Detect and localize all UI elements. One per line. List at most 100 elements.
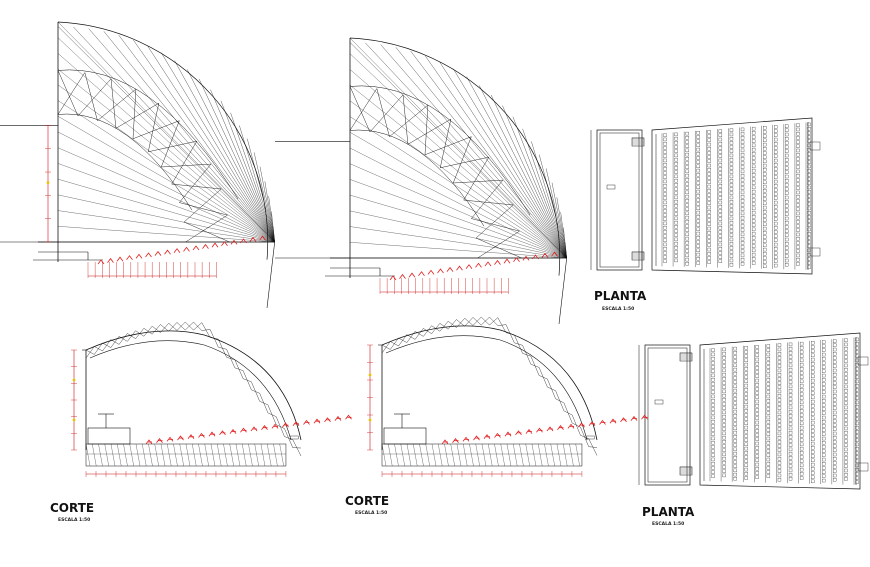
seat (751, 185, 756, 190)
seat (796, 262, 800, 266)
seat (833, 457, 837, 461)
seat (766, 382, 771, 386)
seat (711, 398, 715, 403)
mast-ray (349, 147, 567, 259)
seat (774, 188, 778, 192)
seat (796, 224, 800, 228)
seat (663, 221, 667, 226)
seat (785, 242, 789, 246)
seat (729, 258, 734, 263)
seat (763, 218, 767, 222)
seat (674, 187, 678, 191)
seat (822, 373, 826, 378)
seat (696, 215, 700, 219)
seat (822, 445, 826, 449)
seat (674, 250, 678, 254)
seat (740, 224, 745, 228)
seat (777, 402, 782, 406)
seat-mark (271, 423, 279, 429)
seat (788, 472, 793, 477)
seat (711, 466, 715, 470)
seat (766, 470, 771, 474)
radial-ray (118, 35, 275, 243)
seat (711, 453, 715, 457)
seat (744, 354, 748, 358)
roof-inner (89, 340, 292, 441)
seat (788, 405, 793, 410)
seat (807, 185, 811, 190)
seat (788, 418, 793, 422)
seat (722, 473, 726, 478)
seat (751, 173, 756, 177)
foundation-hatch (217, 443, 222, 467)
seat (744, 346, 748, 350)
datum-marker (586, 435, 595, 440)
seat (766, 411, 771, 415)
seat (788, 409, 793, 414)
seat (685, 152, 689, 157)
seat (807, 223, 811, 227)
seat (718, 167, 723, 171)
seat (733, 456, 737, 460)
foundation-hatch (129, 443, 134, 467)
seat (696, 231, 700, 236)
seat (733, 393, 737, 397)
foundation-hatch (198, 443, 203, 467)
seat (733, 460, 737, 464)
seat (763, 226, 767, 231)
corte-title-left: CORTE (50, 501, 94, 515)
seat (799, 367, 804, 371)
seat (811, 366, 815, 370)
seat (674, 149, 678, 153)
radial-ray (439, 61, 567, 259)
seat-mark (462, 436, 470, 442)
seat (774, 133, 778, 137)
seat (807, 173, 811, 177)
seat (751, 236, 756, 240)
seat (718, 150, 723, 154)
seat (718, 226, 723, 230)
seat-mark (473, 435, 480, 441)
planta-title-top: PLANTA (594, 289, 647, 303)
seat (696, 252, 700, 257)
radial-ray (247, 138, 275, 243)
seat (796, 123, 800, 127)
seat (722, 456, 726, 461)
lattice (471, 218, 520, 232)
seat (822, 407, 826, 411)
seat (807, 236, 811, 240)
roof-lattice (135, 328, 145, 339)
seat (766, 424, 771, 428)
seat (707, 130, 711, 134)
lattice (440, 119, 452, 168)
roof-lattice (243, 378, 252, 383)
seat (755, 425, 759, 429)
seat (777, 427, 782, 431)
seat (755, 467, 759, 471)
seat (799, 430, 804, 434)
seat (807, 131, 811, 135)
seat-mark (578, 422, 585, 428)
seat (855, 371, 859, 375)
mast-ray (349, 179, 567, 259)
seat (788, 393, 793, 397)
radial-ray (220, 100, 275, 243)
seat (751, 223, 756, 227)
seat (844, 439, 848, 443)
seat (811, 479, 815, 484)
seat (833, 398, 837, 402)
seat (744, 362, 748, 367)
seat (722, 368, 726, 373)
seat (807, 177, 811, 181)
seat (796, 232, 800, 237)
seat (685, 215, 689, 220)
seat (674, 162, 678, 166)
mast-ray (349, 116, 567, 259)
seat (822, 462, 826, 466)
seat (696, 143, 700, 148)
foundation-hatch (267, 443, 272, 467)
seat (807, 156, 811, 160)
radial-ray (560, 212, 567, 259)
foundation-hatch (185, 443, 191, 467)
seat (855, 451, 859, 455)
